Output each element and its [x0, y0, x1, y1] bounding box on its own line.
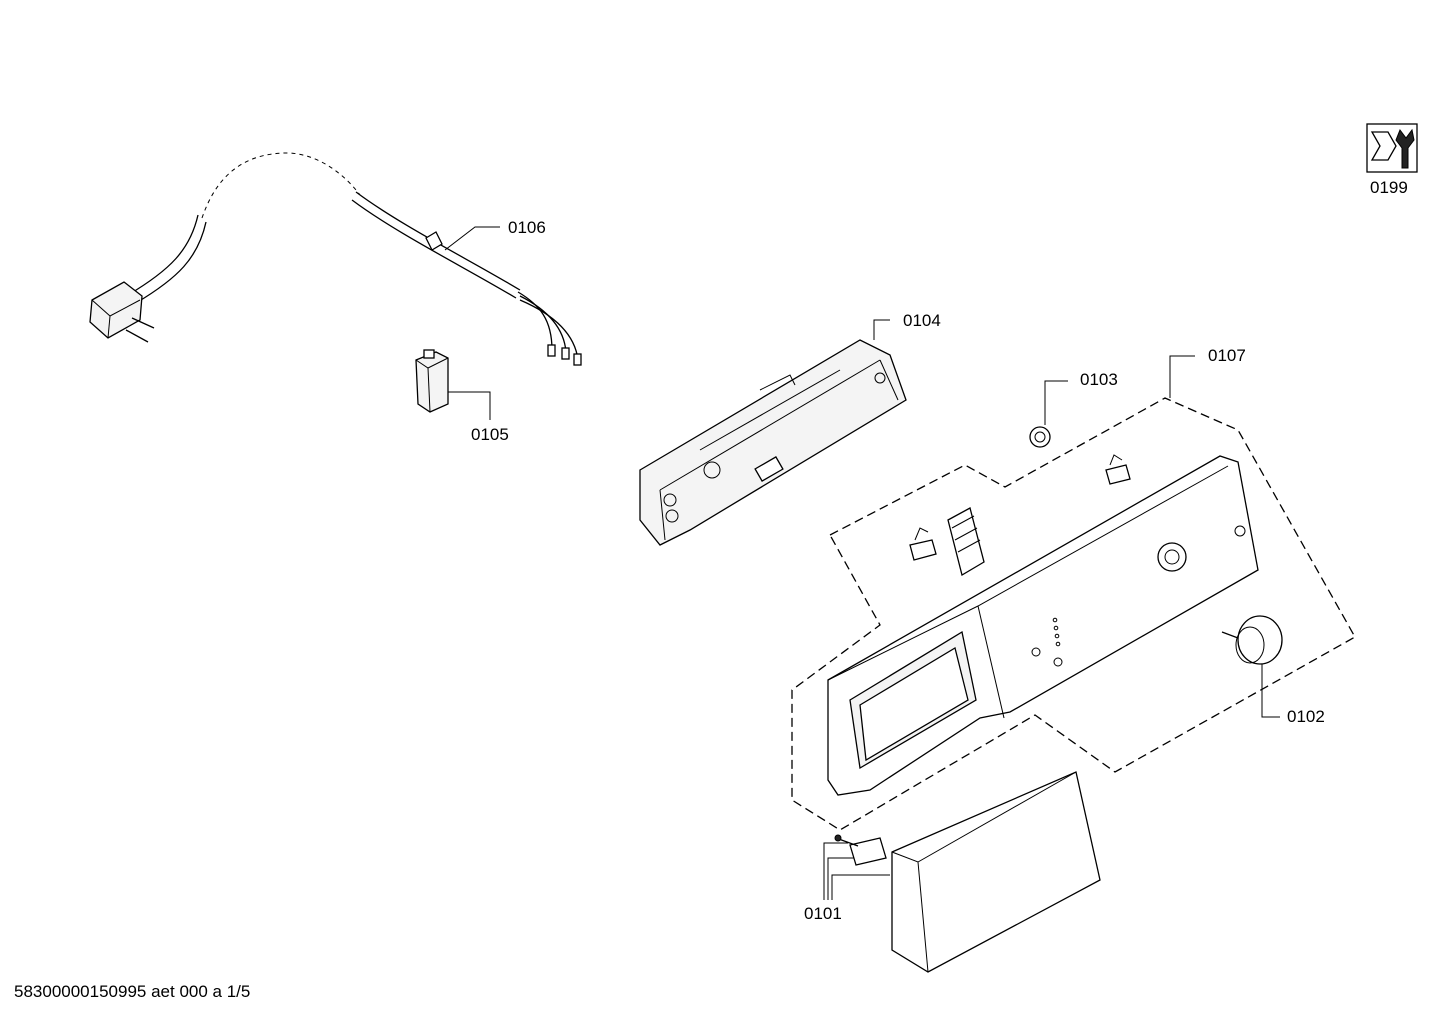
light-guide-parts — [909, 454, 1131, 577]
leader-0103 — [1044, 380, 1068, 425]
leader-0101 — [823, 842, 848, 900]
part-label-0106: 0106 — [508, 218, 546, 237]
programme-knob-part — [1221, 615, 1283, 665]
cable-clip-part — [415, 349, 449, 413]
leader-0102 — [1261, 664, 1280, 718]
leader-0101c — [831, 874, 890, 900]
control-module-part — [639, 339, 907, 546]
leader-0107 — [1169, 355, 1195, 398]
part-label-0103: 0103 — [1080, 370, 1118, 389]
leader-0101b — [827, 857, 854, 900]
leader-0106 — [444, 226, 500, 251]
part-label-0101: 0101 — [804, 904, 842, 923]
part-label-0199: 0199 — [1370, 178, 1408, 197]
leader-0104 — [873, 319, 890, 340]
assembly-outline-0107 — [791, 397, 1356, 831]
drawer-handle-part — [834, 771, 1101, 973]
selector-knob-part — [1029, 426, 1051, 448]
service-tool-icon — [1366, 123, 1418, 173]
fascia-panel-part — [827, 455, 1259, 796]
leader-0105 — [448, 391, 491, 420]
part-label-0104: 0104 — [903, 311, 941, 330]
part-label-0102: 0102 — [1287, 707, 1325, 726]
power-cord-part — [89, 152, 582, 366]
part-label-0105: 0105 — [471, 425, 509, 444]
drawing-reference-footer: 58300000150995 aet 000 a 1/5 — [14, 982, 251, 1001]
part-label-0107: 0107 — [1208, 346, 1246, 365]
